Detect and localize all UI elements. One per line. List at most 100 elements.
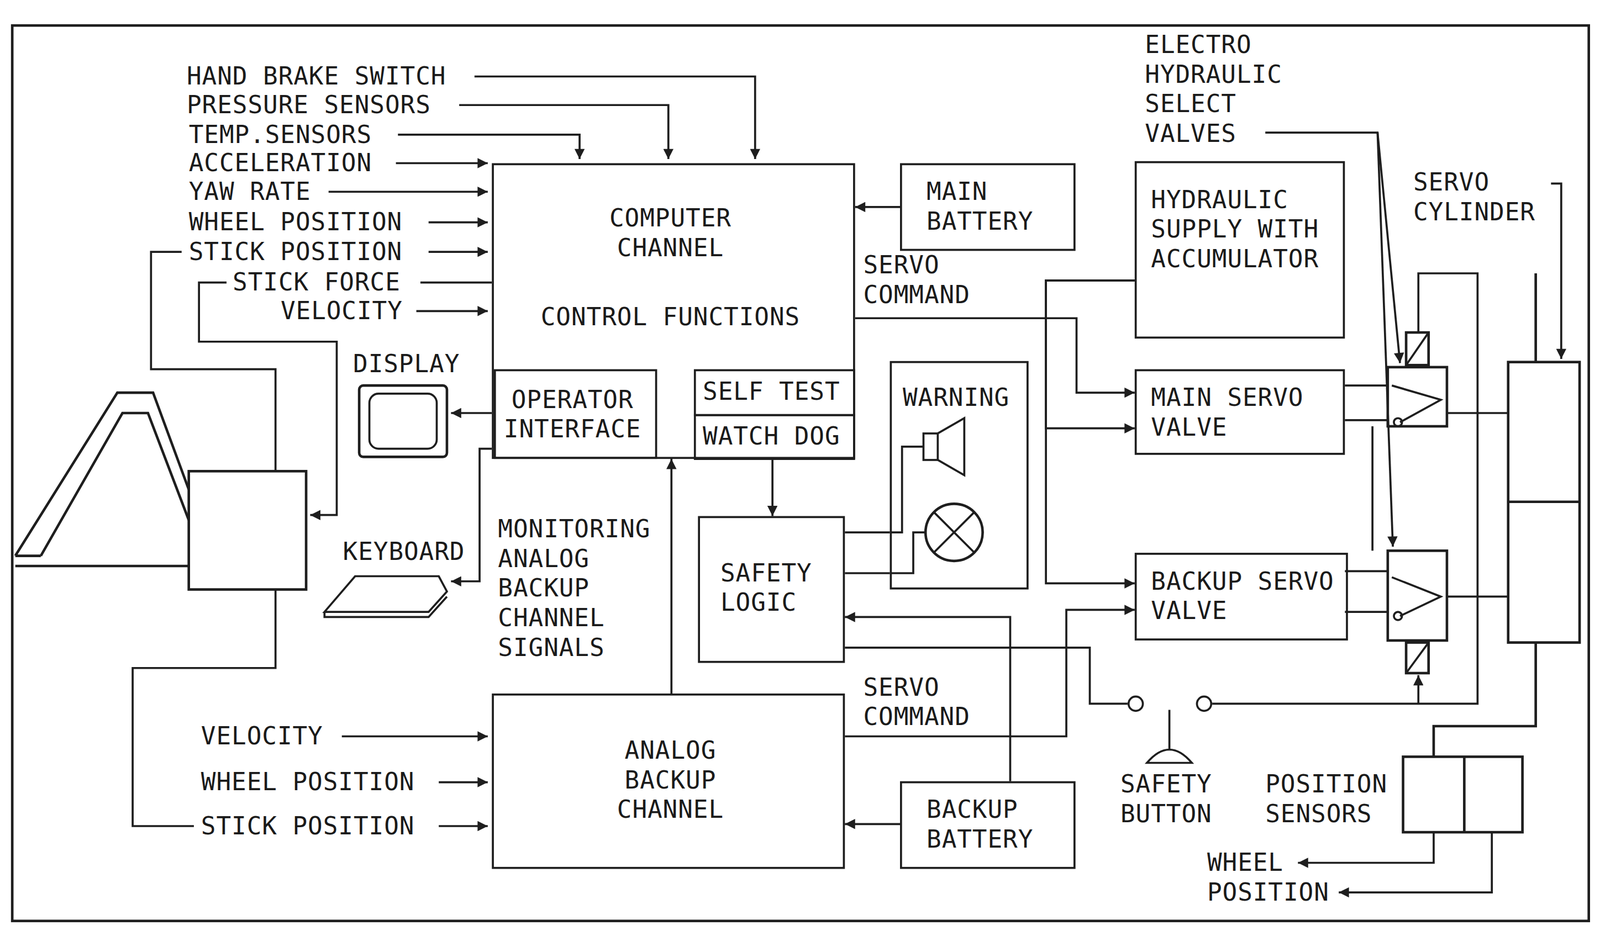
horn-symbol	[923, 433, 938, 461]
connector	[855, 318, 1135, 393]
connector	[1045, 280, 1135, 584]
sensor-wire	[428, 250, 488, 254]
sensor-wire	[397, 134, 580, 160]
sensor-wire	[420, 281, 492, 284]
sensor-wire	[328, 190, 488, 193]
button-contact	[1196, 696, 1212, 712]
lamp-symbol	[925, 503, 983, 561]
solenoid	[1406, 643, 1429, 674]
connector	[844, 617, 1010, 782]
edge-label: SERVO COMMAND	[863, 673, 987, 733]
signal-label: WHEEL POSITION	[201, 768, 415, 799]
valve-symbol	[1391, 385, 1441, 423]
node-text: MAIN SERVO VALVE	[1150, 383, 1315, 443]
piston-rod	[1433, 273, 1536, 757]
connector	[670, 459, 673, 694]
valve-symbol	[1393, 418, 1403, 427]
connector	[844, 609, 1135, 737]
connector	[844, 823, 900, 826]
process-box: BACKUP SERVO VALVE	[1134, 553, 1349, 641]
sensor-wire	[428, 221, 488, 224]
safety-button	[1146, 709, 1192, 763]
signal-label: DISPLAY	[353, 350, 460, 381]
sensor-output	[1338, 832, 1492, 893]
signal-label: KEYBOARD	[343, 537, 466, 568]
keyboard	[324, 576, 447, 618]
node-text: OPERATOR INTERFACE	[496, 385, 650, 445]
hydraulic-line	[1372, 413, 1509, 597]
sensor-wire	[474, 76, 756, 160]
sensor-wire	[396, 162, 488, 165]
process-box: SELF TEST	[693, 369, 856, 417]
joystick-base	[188, 471, 307, 590]
cylinder-piston	[1508, 500, 1580, 504]
node-text: BACKUP SERVO VALVE	[1150, 567, 1340, 627]
warning-wire	[890, 446, 924, 533]
process-box: MAIN SERVO VALVE	[1134, 369, 1345, 456]
frame	[12, 25, 1589, 922]
display-screen	[369, 393, 438, 450]
select-valve	[1387, 367, 1447, 427]
node-text: BACKUP BATTERY	[926, 796, 1070, 856]
display-wire	[450, 412, 492, 415]
process-box: ANALOG BACKUP CHANNEL	[491, 693, 845, 870]
position-sensors	[1403, 756, 1523, 833]
servo-cylinder	[1508, 362, 1580, 644]
node-text: SAFETY LOGIC	[720, 559, 833, 619]
process-box: WARNING	[890, 361, 1029, 591]
connector	[855, 206, 900, 209]
sensor-wire	[341, 735, 488, 739]
button-contact	[1128, 696, 1144, 712]
solenoid	[1406, 643, 1429, 674]
process-box: BACKUP BATTERY	[900, 781, 1076, 870]
signal-label: YAW RATE	[188, 177, 312, 208]
signal-label: WHEEL POSITION	[188, 208, 403, 239]
edge-label: MONITORING ANALOG BACKUP CHANNEL SIGNALS	[497, 515, 662, 664]
signal-label: ELECTRO HYDRAULIC SELECT VALVES	[1144, 30, 1288, 149]
node-text: HYDRAULIC SUPPLY WITH ACCUMULATOR	[1150, 185, 1325, 275]
node-text: MAIN BATTERY	[926, 177, 1070, 237]
leader-line	[1550, 183, 1561, 360]
wires	[12, 25, 1589, 922]
signal-label: PRESSURE SENSORS	[186, 90, 431, 121]
leader-line	[1377, 132, 1393, 547]
valve-symbol	[1393, 612, 1403, 621]
signal-label: SAFETY BUTTON	[1120, 770, 1244, 830]
edge-label: SERVO COMMAND	[863, 250, 987, 310]
hydraulic-line	[1344, 385, 1388, 613]
safety-wire	[1417, 675, 1420, 705]
signal-label: POSITION SENSORS	[1265, 770, 1398, 830]
signal-label: HAND BRAKE SWITCH	[186, 62, 446, 93]
process-box: SAFETY LOGIC	[697, 516, 845, 664]
node-text: CONTROL FUNCTIONS	[493, 303, 847, 334]
process-box: WATCH DOG	[693, 414, 856, 461]
node-text: ANALOG BACKUP CHANNEL	[588, 736, 753, 826]
position-sensors	[1462, 756, 1466, 833]
connector	[844, 572, 890, 575]
signal-label: TEMP.SENSORS	[188, 120, 372, 151]
select-valve	[1387, 550, 1447, 641]
sensor-wire	[438, 825, 488, 828]
valve-symbol	[1391, 577, 1441, 617]
node-text: COMPUTER CHANNEL	[588, 203, 753, 263]
connector	[771, 460, 774, 517]
horn-symbol	[937, 418, 965, 476]
sensor-wire	[438, 781, 488, 784]
signal-label: VELOCITY	[201, 722, 324, 753]
joystick	[15, 392, 189, 567]
node-text: WARNING	[891, 383, 1021, 414]
signal-label: STICK POSITION	[188, 237, 403, 268]
node-text: SELF TEST	[696, 377, 847, 408]
signal-label: ACCELERATION	[188, 149, 372, 180]
warning-wire	[890, 532, 926, 574]
sensor-wire	[459, 104, 669, 160]
connector	[1045, 280, 1135, 429]
connector	[844, 531, 890, 534]
signal-label: WHEEL POSITION	[1207, 849, 1340, 909]
sensor-output	[1297, 832, 1434, 863]
solenoid	[1406, 332, 1429, 366]
signal-label: VELOCITY	[280, 296, 403, 327]
signal-label: STICK FORCE	[232, 268, 401, 299]
